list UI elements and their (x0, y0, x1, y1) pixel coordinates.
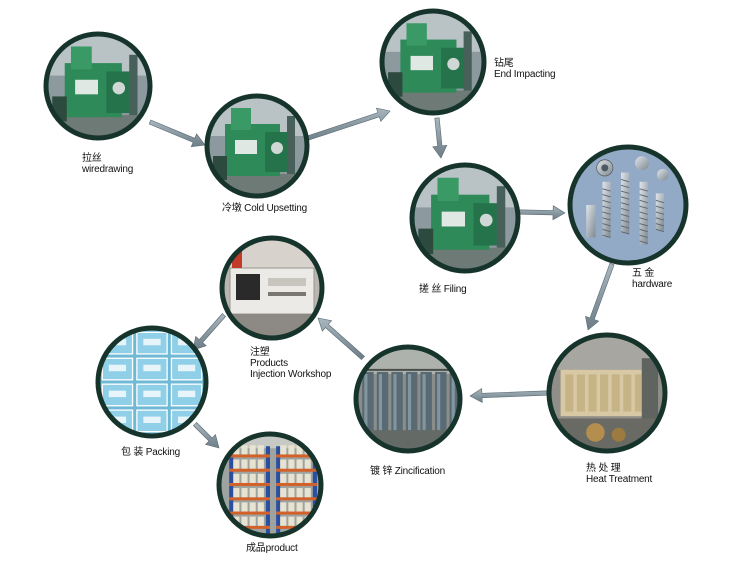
label-line: 冷墩 Cold Upsetting (222, 203, 307, 214)
label-zincification: 镀 锌 Zincification (370, 466, 445, 477)
node-ring (204, 93, 310, 199)
label-line: Injection Workshop (250, 369, 332, 380)
label-line: 搓 丝 Filing (419, 284, 467, 295)
node-end-impacting (379, 8, 487, 116)
label-line: wiredrawing (82, 164, 134, 175)
flow-arrow-4 (518, 205, 566, 221)
flow-arrow-7 (317, 317, 365, 361)
node-ring (546, 332, 668, 454)
node-injection-workshop (219, 235, 325, 341)
node-ring (353, 344, 463, 454)
label-line: End Impacting (494, 69, 556, 80)
node-zincification (353, 344, 463, 454)
node-ring (567, 144, 689, 266)
green-machine-icon (207, 96, 307, 196)
node-ring (43, 31, 153, 141)
label-packing: 包 装 Packing (121, 447, 180, 458)
screws-icon (570, 147, 686, 263)
flow-arrow-9 (192, 421, 220, 449)
node-filing (409, 162, 521, 274)
flow-arrows (148, 107, 615, 449)
label-line: hardware (632, 279, 673, 290)
flow-arrow-8 (192, 313, 227, 351)
node-ring (95, 325, 209, 439)
node-cold-upsetting (204, 93, 310, 199)
label-line: 成品product (246, 543, 298, 554)
label-line: 钻尾 (494, 58, 514, 69)
label-line: 包 装 Packing (121, 447, 180, 458)
label-line: Products (250, 358, 288, 369)
node-wiredrawing (43, 31, 153, 141)
node-ring (219, 235, 325, 341)
green-machine-icon (412, 165, 518, 271)
node-product (216, 431, 324, 539)
node-ring (216, 431, 324, 539)
green-machine-icon (382, 11, 484, 113)
node-heat-treatment (546, 332, 668, 454)
flow-arrow-2 (303, 107, 391, 142)
flow-arrow-1 (148, 119, 206, 148)
label-line: 热 处 理 (586, 463, 621, 474)
flow-arrow-5 (585, 262, 615, 331)
node-ring (379, 8, 487, 116)
flow-arrow-3 (432, 117, 448, 159)
label-product: 成品product (246, 543, 298, 554)
node-hardware (567, 144, 689, 266)
label-filing: 搓 丝 Filing (419, 284, 467, 295)
label-cold-upsetting: 冷墩 Cold Upsetting (222, 203, 307, 214)
label-line: 五 金 (632, 268, 655, 279)
label-line: Heat Treatment (586, 474, 653, 485)
flow-arrow-6 (469, 387, 548, 404)
label-line: 镀 锌 Zincification (370, 466, 445, 477)
node-ring (409, 162, 521, 274)
label-line: 拉丝 (82, 153, 102, 164)
node-packing (95, 325, 209, 439)
label-line: 注塑 (250, 347, 270, 358)
